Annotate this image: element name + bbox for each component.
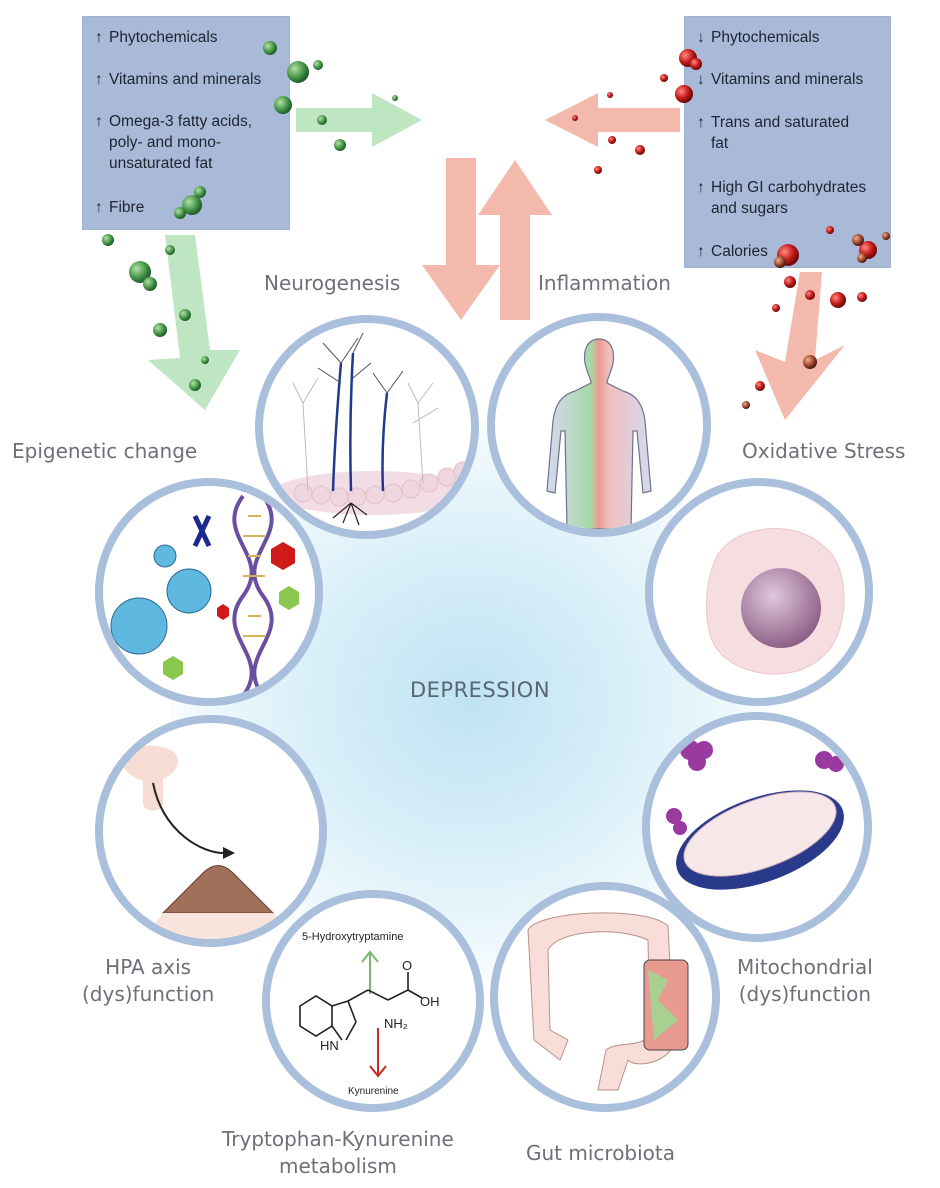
oxygen-label: O [402,958,412,973]
kynurenine-label: Kynurenine [348,1086,399,1097]
healthy-nutrient-particle [263,41,277,55]
healthy-nutrient-particle [392,95,398,101]
healthy-nutrient-particle [189,379,201,391]
tryptophan-molecule: 5-Hydroxytryptamine Kynurenine O OH NH₂ … [299,931,440,1097]
label-epigenetic-change: Epigenetic change [12,439,198,463]
healthy-nutrient-particle [274,96,292,114]
increase-arrow-icon: ↑ [95,29,103,46]
label-neurogenesis: Neurogenesis [264,271,401,295]
unhealthy-nutrient-particle [772,304,780,312]
dna-illustration [110,494,299,698]
neurogenesis-circle [255,315,479,539]
mitochondrial-circle [642,712,872,942]
unhealthy-item: ↓Phytochemicals [697,29,820,46]
healthy-item: ↑Phytochemicals [95,29,218,46]
unhealthy-nutrient-particle [805,290,815,300]
healthy-nutrient-particle [143,277,157,291]
unhealthy-arrow-left [545,93,680,147]
unhealthy-nutrient-particle [852,234,864,246]
healthy-nutrient-particle [194,186,206,198]
unhealthy-arrow-up [478,160,552,320]
unhealthy-item: ↓Vitamins and minerals [697,71,864,88]
unhealthy-nutrient-particle [803,355,817,369]
label-gut-microbiota: Gut microbiota [526,1141,676,1165]
unhealthy-diet-box: ↓Phytochemicals ↓Vitamins and minerals ↑… [684,16,891,268]
healthy-nutrient-particle [129,261,151,283]
hn-label: HN [320,1038,339,1053]
healthy-nutrient-particle [201,356,209,364]
unhealthy-nutrient-particle [826,226,834,234]
unhealthy-nutrient-particle [607,92,613,98]
hpa-axis-circle [95,715,327,947]
healthy-nutrient-particle [334,139,346,151]
label-oxidative-stress: Oxidative Stress [742,439,906,463]
body-silhouette-illustration [546,338,652,529]
unhealthy-nutrient-particle [882,232,890,240]
serotonin-label: 5-Hydroxytryptamine [302,931,403,943]
neuron-illustration [273,332,471,526]
healthy-item: ↑Vitamins and minerals [95,71,262,88]
center-title: DEPRESSION [409,678,551,702]
epigenetic-circle [95,478,323,706]
healthy-nutrient-particle [179,309,191,321]
healthy-item: ↑Omega-3 fatty acids,poly- and mono-unsa… [95,113,253,172]
healthy-nutrient-particle [174,207,186,219]
unhealthy-nutrient-particle [830,292,846,308]
unhealthy-nutrient-particle [675,85,693,103]
healthy-item: ↑Fibre [95,199,145,216]
unhealthy-nutrient-particle [857,253,867,263]
unhealthy-nutrient-particle [742,401,750,409]
label-mitochondrial: Mitochondrial (dys)function [737,955,873,1006]
healthy-nutrient-particle [165,245,175,255]
unhealthy-nutrient-particle [608,136,616,144]
increase-arrow-icon: ↑ [697,114,705,131]
hpa-illustration [121,745,293,939]
gut-microbiota-circle [490,882,720,1112]
healthy-nutrient-particle [317,115,327,125]
healthy-diet-box: ↑Phytochemicals ↑Vitamins and minerals ↑… [82,16,290,230]
oxidative-stress-circle [645,478,873,706]
tryptophan-circle: 5-Hydroxytryptamine Kynurenine O OH NH₂ … [262,890,484,1112]
increase-arrow-icon: ↑ [95,71,103,88]
amine-label: NH₂ [384,1016,408,1031]
label-tryptophan: Tryptophan-Kynurenine metabolism [222,1127,454,1178]
healthy-nutrient-particle [102,234,114,246]
unhealthy-nutrient-particle [660,74,668,82]
unhealthy-nutrient-particle [784,276,796,288]
healthy-nutrient-particle [313,60,323,70]
unhealthy-nutrient-particle [755,381,765,391]
increase-arrow-icon: ↑ [697,243,705,260]
healthy-nutrient-particle [153,323,167,337]
mitochondrion-illustration [666,740,844,890]
label-inflammation: Inflammation [538,271,671,295]
unhealthy-nutrient-particle [594,166,602,174]
hydroxyl-label: OH [420,994,440,1009]
label-hpa-axis: HPA axis (dys)function [82,955,215,1006]
unhealthy-item: ↑Calories [697,243,768,260]
inflammation-circle [487,313,711,537]
unhealthy-nutrient-particle [635,145,645,155]
intestine-illustration [527,912,689,1091]
unhealthy-nutrient-particle [857,292,867,302]
unhealthy-arrow-down [422,158,500,320]
healthy-nutrient-particle [287,61,309,83]
healthy-nutrient-particle [182,195,202,215]
healthy-arrow-right [296,93,422,147]
healthy-arrow-down [148,235,240,410]
increase-arrow-icon: ↑ [95,113,103,130]
cell-illustration [706,528,845,675]
decrease-arrow-icon: ↓ [697,71,705,88]
unhealthy-arrow-diag [755,272,845,420]
increase-arrow-icon: ↑ [697,179,705,196]
decrease-arrow-icon: ↓ [697,29,705,46]
increase-arrow-icon: ↑ [95,199,103,216]
unhealthy-nutrient-particle [572,115,578,121]
unhealthy-nutrient-particle [690,58,702,70]
unhealthy-nutrient-particle [774,256,786,268]
